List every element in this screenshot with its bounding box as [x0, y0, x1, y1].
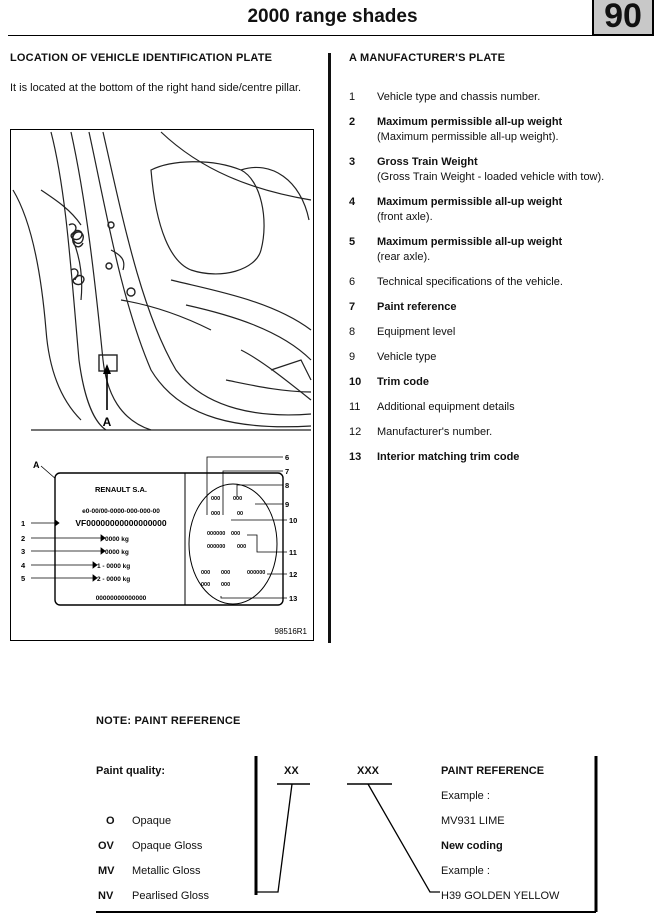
plate-num-12: 12 [289, 570, 297, 579]
example-label-1: Example : [441, 790, 490, 802]
callout-a-arrowhead [103, 364, 111, 374]
plate-line1: e0-00/00-0000-000-000-00 [82, 508, 160, 515]
paint-reference-lines [96, 756, 598, 913]
svg-text:000: 000 [201, 570, 210, 576]
svg-text:000: 000 [211, 496, 220, 502]
paint-quality-label: Paint quality: [96, 765, 166, 777]
svg-text:000000: 000000 [247, 570, 265, 576]
svg-text:000: 000 [221, 570, 230, 576]
svg-text:000: 000 [237, 544, 246, 550]
manufacturer-plate: RENAULT S.A. e0-00/00-0000-000-000-00 VF… [31, 456, 287, 606]
example-value-2: H39 GOLDEN YELLOW [441, 890, 560, 902]
code-xx: XX [284, 765, 299, 777]
example-value-1: MV931 LIME [441, 815, 505, 827]
paint-reference-heading: PAINT REFERENCE [441, 765, 545, 777]
quality-name-ov: Opaque Gloss [132, 840, 203, 852]
plate-num-5: 5 [21, 574, 25, 583]
plate-num-1: 1 [21, 519, 25, 528]
right-heading: A MANUFACTURER'S PLATE [349, 52, 506, 64]
plate-num-8: 8 [285, 481, 289, 490]
quality-code-nv: NV [98, 890, 114, 902]
location-text: It is located at the bottom of the right… [10, 82, 302, 94]
plate-num-9: 9 [285, 500, 289, 509]
plate-num-13: 13 [289, 594, 297, 603]
column-divider [328, 53, 331, 643]
plate-num-4: 4 [21, 561, 26, 570]
plate-label: A [33, 460, 40, 470]
plate-vin: VF00000000000000000 [75, 518, 166, 528]
quality-name-nv: Pearlised Gloss [132, 890, 210, 902]
new-coding-label: New coding [441, 840, 503, 852]
plate-weight-4: 1 - 0000 kg [97, 563, 130, 570]
pillar-illustration [12, 131, 312, 431]
plate-num-11: 11 [289, 548, 297, 557]
plate-num-2: 2 [21, 534, 25, 543]
plate-num-6: 6 [285, 453, 289, 462]
svg-text:000: 000 [233, 496, 242, 502]
quality-code-ov: OV [98, 840, 114, 852]
plate-weight-5: 2 - 0000 kg [97, 576, 130, 583]
svg-text:000: 000 [211, 511, 220, 517]
figure-ref-code: 98516R1 [275, 627, 308, 636]
svg-text:000000: 000000 [207, 544, 225, 550]
header-rule [8, 35, 592, 36]
wiring-harness [68, 221, 136, 297]
svg-text:000: 000 [221, 582, 230, 588]
plate-num-7: 7 [285, 467, 289, 476]
quality-name-o: Opaque [132, 815, 172, 827]
svg-text:000: 000 [201, 582, 210, 588]
vehicle-plate-figure: A A RENAULT S.A. e0-00/00-0000-000-000-0… [10, 129, 314, 641]
plate-num-3: 3 [21, 547, 25, 556]
note-heading: NOTE: PAINT REFERENCE [96, 715, 241, 727]
plate-maker: RENAULT S.A. [95, 485, 147, 494]
svg-text:000000: 000000 [207, 531, 225, 537]
example-label-2: Example : [441, 865, 490, 877]
plate-weight-3: 0000 kg [105, 549, 129, 556]
section-number-badge: 90 [592, 0, 654, 36]
svg-text:00: 00 [237, 511, 243, 517]
quality-code-o: O [106, 815, 115, 827]
figure-drawing: A A RENAULT S.A. e0-00/00-0000-000-000-0… [12, 131, 312, 636]
code-xxx: XXX [357, 765, 380, 777]
svg-text:000: 000 [231, 531, 240, 537]
page-title: 2000 range shades [247, 6, 418, 27]
quality-name-mv: Metallic Gloss [132, 865, 201, 877]
plate-bottom-code: 00000000000000 [96, 595, 147, 602]
plate-num-10: 10 [289, 516, 297, 525]
left-heading: LOCATION OF VEHICLE IDENTIFICATION PLATE [10, 52, 273, 64]
callout-a-label: A [103, 415, 112, 429]
plate-weight-2: 0000 kg [105, 536, 129, 543]
quality-code-mv: MV [98, 865, 115, 877]
